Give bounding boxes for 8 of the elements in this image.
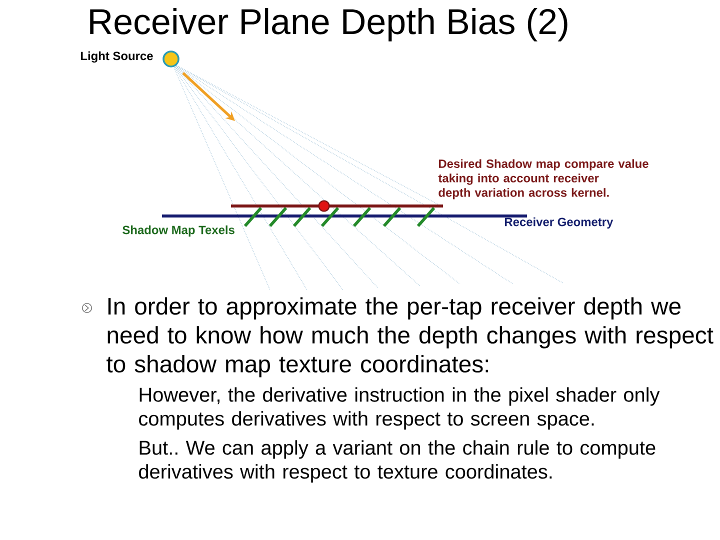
light-source-label: Light Source xyxy=(81,51,153,63)
texel-label: Shadow Map Texels xyxy=(122,225,234,237)
slide-title: Receiver Plane Depth Bias (2) xyxy=(90,8,568,42)
geometry-label: Receiver Geometry xyxy=(505,217,614,229)
bullet-text: In order to approximate the per-tap receiver depth we need to know how much the depth changes with respect to shadow map texture coordinates: xyxy=(106,297,714,378)
body-text: However, the derivative instruction in the pixel shader only computes derivatives with respect to screen space. xyxy=(139,387,660,430)
body-text: But.. We can apply a variant on the chain rule to compute derivatives with respect to texture coordinates. xyxy=(139,440,656,483)
annotation-text: Desired Shadow map compare value taking into account receiver depth variation across kernel. xyxy=(438,159,648,200)
